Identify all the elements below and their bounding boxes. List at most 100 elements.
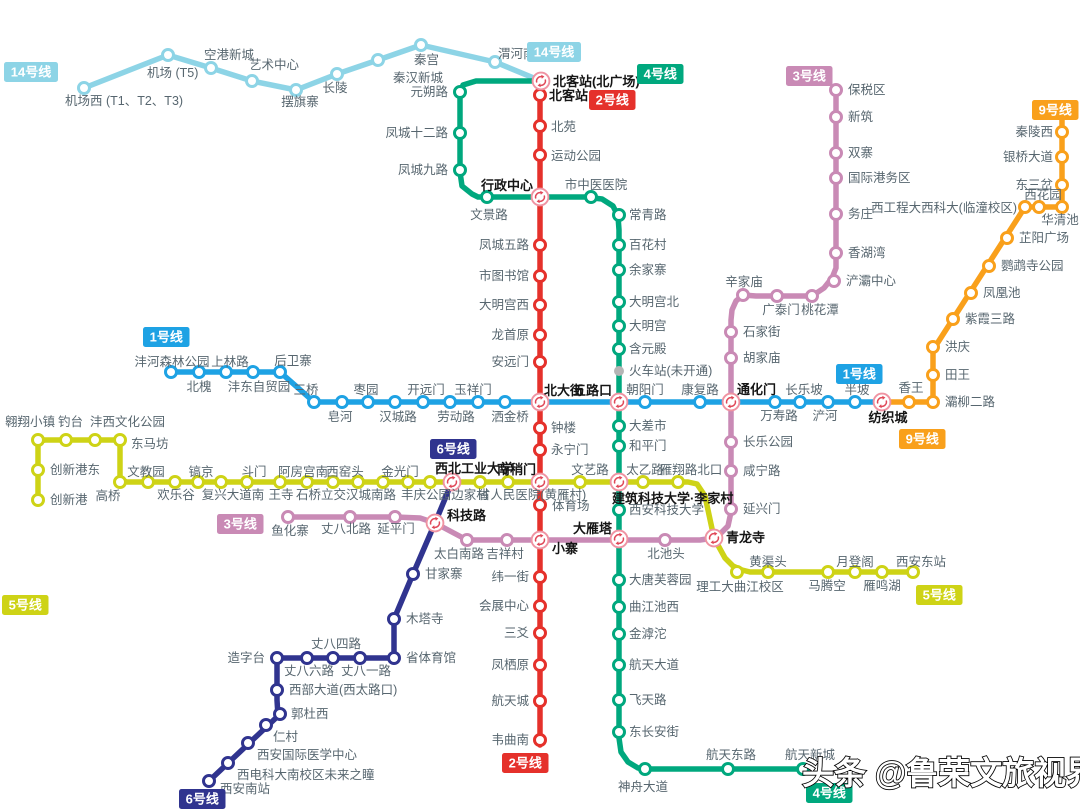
transfer-station-dot	[609, 392, 629, 412]
station-label: 高桥	[95, 488, 121, 503]
station-label: 上林路	[211, 354, 249, 369]
station-dot	[533, 498, 547, 512]
station-dot	[376, 475, 390, 489]
station-label: 东长安街	[629, 724, 679, 739]
station-dot	[612, 208, 626, 222]
station-label: 行政中心	[480, 178, 533, 193]
line-badge: 2号线	[502, 753, 549, 773]
station-dot	[191, 475, 205, 489]
station-label: 理工大曲江校区	[696, 579, 784, 594]
station-dot	[671, 475, 685, 489]
station-label: 大明宫西	[479, 297, 529, 312]
station-label: 浐河	[812, 409, 838, 423]
station-dot	[351, 475, 365, 489]
station-label: 空港新城	[204, 47, 255, 62]
station-label: 鹦鹉寺公园	[1001, 259, 1064, 273]
station-dot	[612, 503, 626, 517]
station-dot	[533, 298, 547, 312]
station-label: 北槐	[186, 379, 212, 394]
station-label: 西部大道(西太路口)	[289, 682, 397, 697]
station-label: 凤凰池	[983, 286, 1021, 300]
line-badge: 3号线	[786, 66, 833, 86]
station-dot	[821, 565, 835, 579]
station-label: 北客站(北广场)	[553, 74, 640, 89]
station-dot	[401, 475, 415, 489]
station-dot	[533, 599, 547, 613]
station-label: 双寨	[848, 145, 873, 160]
station-dot	[724, 435, 738, 449]
watermark-text: 头条 @鲁荣文旅视界	[802, 755, 1080, 791]
station-dot	[77, 81, 91, 95]
station-dot	[875, 565, 889, 579]
station-label: 半坡	[844, 383, 870, 397]
station-dot	[724, 502, 738, 516]
station-label: 钟楼	[551, 420, 576, 435]
station-label: 运动公园	[551, 149, 601, 163]
station-label: 神舟大道	[618, 780, 669, 794]
station-labels: 机场西 (T1、T2、T3)机场 (T5)空港新城艺术中心摆旗寨长陵秦汉新城秦宫…	[5, 46, 1079, 796]
station-label: 田王	[945, 368, 970, 382]
station-label: 西北工业大学	[435, 461, 513, 476]
station-label: 翱翔小镇	[5, 415, 55, 429]
station-dot	[245, 74, 259, 88]
station-label: 大明宫北	[629, 294, 680, 309]
station-label: 太白南路	[434, 546, 485, 561]
station-label: 通化门	[737, 382, 776, 397]
station-label: 西电科大南校区未来之瞳	[237, 767, 375, 782]
station-dot	[829, 110, 843, 124]
station-dot	[612, 725, 626, 739]
station-label: 丰庆公园	[401, 488, 451, 502]
line-badge: 1号线	[836, 364, 883, 384]
svg-text:2号线: 2号线	[596, 93, 629, 108]
station-label: 务庄	[848, 206, 873, 221]
station-label: 北客站	[549, 88, 588, 103]
station-label: 延兴门	[743, 501, 781, 516]
station-label: 后卫寨	[274, 353, 312, 368]
svg-text:9号线: 9号线	[906, 432, 939, 447]
station-label: 东马坊	[131, 436, 169, 451]
station-label: 丈八四路	[311, 636, 362, 651]
transfer-station-dot	[609, 472, 629, 492]
station-dot	[1055, 125, 1069, 139]
station-dot	[584, 190, 598, 204]
station-label: 会展中心	[479, 598, 530, 613]
station-label: 丈八六路	[284, 663, 335, 678]
station-label: 郭杜西	[291, 706, 329, 721]
station-dot	[638, 762, 652, 776]
station-label: 黄渠头	[749, 555, 787, 569]
station-label: 西花园	[1024, 187, 1062, 202]
station-label: 秦汉新城	[393, 70, 444, 85]
station-label: 紫霞三路	[965, 311, 1016, 326]
station-label: 镐京	[188, 464, 213, 479]
station-label: 余家寨	[629, 262, 667, 277]
line-paths	[35, 42, 1065, 784]
station-dot	[270, 651, 284, 665]
station-dot	[161, 48, 175, 62]
station-label: 太乙路	[626, 462, 664, 477]
station-label: 韦曲南	[491, 732, 529, 747]
station-dot	[612, 573, 626, 587]
station-label: 华清池	[1041, 212, 1079, 227]
station-label: 咸宁路	[743, 463, 781, 478]
station-label: 百花村	[629, 237, 667, 252]
station-label: 沣河森林公园	[134, 354, 209, 369]
station-dot	[736, 288, 750, 302]
station-dot	[533, 328, 547, 342]
station-dot	[141, 475, 155, 489]
station-label: 三爻	[504, 626, 530, 640]
station-dot	[168, 475, 182, 489]
station-dot	[827, 274, 841, 288]
station-label: 欢乐谷	[157, 487, 195, 502]
station-dot	[406, 567, 420, 581]
station-label: 玉祥门	[454, 382, 492, 397]
station-dot	[658, 533, 672, 547]
line-badge: 2号线	[589, 90, 636, 110]
station-label: 雁鸣湖	[863, 578, 901, 593]
station-label: 三桥	[293, 383, 319, 397]
station-label: 文景路	[470, 207, 508, 222]
station-label: 省体育馆	[406, 650, 456, 665]
station-dot	[533, 119, 547, 133]
station-label: 艺术中心	[249, 57, 300, 72]
station-label: 金光门	[381, 464, 419, 479]
